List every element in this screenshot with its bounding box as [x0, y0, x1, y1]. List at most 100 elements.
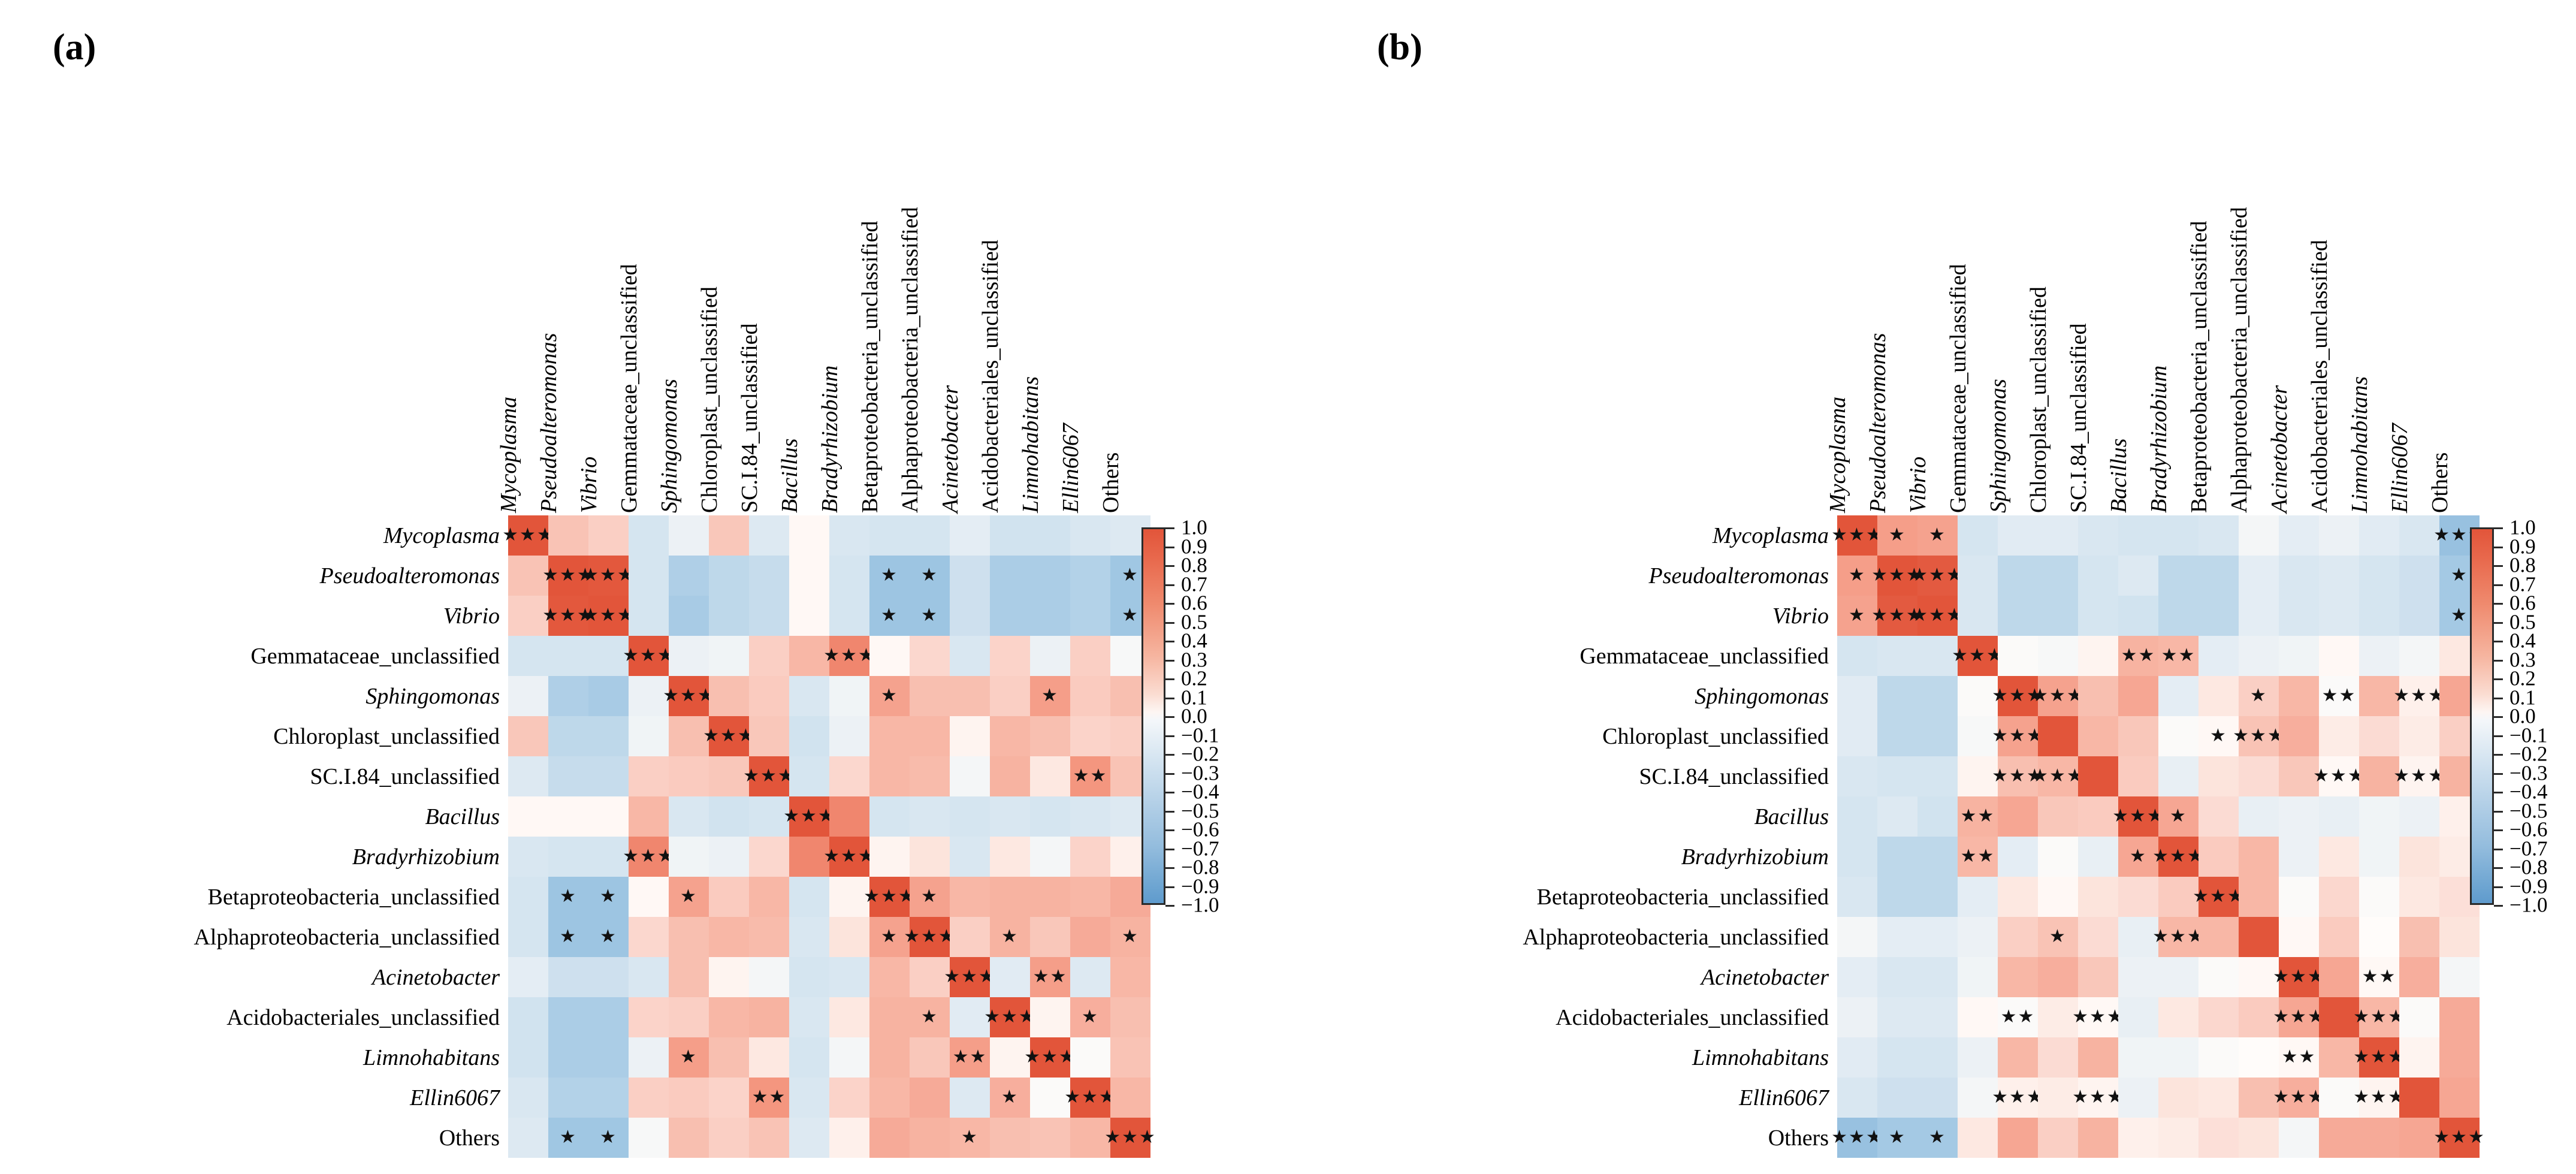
heatmap-cell[interactable] [789, 676, 829, 716]
heatmap-cell[interactable] [588, 756, 629, 796]
heatmap-cell[interactable] [629, 997, 669, 1037]
heatmap-cell[interactable] [2359, 515, 2399, 556]
heatmap-cell[interactable] [1837, 636, 1877, 676]
heatmap-cell[interactable] [990, 676, 1030, 716]
heatmap-cell[interactable] [869, 636, 910, 676]
heatmap-cell[interactable] [588, 997, 629, 1037]
heatmap-cell[interactable] [2078, 1118, 2118, 1158]
heatmap-cell[interactable] [2319, 716, 2359, 756]
heatmap-cell[interactable] [749, 837, 789, 877]
heatmap-cell[interactable] [2239, 596, 2279, 636]
heatmap-cell[interactable] [910, 1078, 950, 1118]
heatmap-cell[interactable] [910, 636, 950, 676]
heatmap-cell[interactable] [709, 676, 749, 716]
heatmap-cell[interactable] [1958, 1037, 1998, 1078]
heatmap-cell[interactable] [789, 515, 829, 556]
heatmap-cell[interactable] [2158, 596, 2198, 636]
heatmap-cell[interactable] [1070, 877, 1110, 917]
heatmap-cell[interactable] [2158, 756, 2198, 796]
heatmap-cell[interactable] [2319, 957, 2359, 997]
heatmap-cell[interactable] [2399, 596, 2439, 636]
heatmap-cell[interactable] [2319, 796, 2359, 837]
heatmap-cell[interactable] [709, 596, 749, 636]
heatmap-cell[interactable] [1837, 1078, 1877, 1118]
heatmap-cell[interactable] [629, 1037, 669, 1078]
heatmap-cell[interactable] [629, 596, 669, 636]
heatmap-cell[interactable] [1958, 556, 1998, 596]
heatmap-cell[interactable] [950, 837, 990, 877]
heatmap-cell[interactable] [2279, 1118, 2319, 1158]
heatmap-cell[interactable] [910, 515, 950, 556]
heatmap-cell[interactable] [2078, 756, 2118, 796]
heatmap-cell[interactable] [508, 877, 548, 917]
heatmap-cell[interactable] [950, 877, 990, 917]
heatmap-cell[interactable]: ★ [1837, 556, 1877, 596]
heatmap-cell[interactable] [2118, 556, 2158, 596]
heatmap-cell[interactable] [2158, 1078, 2198, 1118]
heatmap-cell[interactable] [2279, 556, 2319, 596]
heatmap-cell[interactable] [2118, 877, 2158, 917]
heatmap-cell[interactable] [2198, 756, 2239, 796]
heatmap-cell[interactable]: ★★★ [1952, 636, 2003, 676]
heatmap-cell[interactable] [2118, 756, 2158, 796]
heatmap-cell[interactable] [950, 917, 990, 957]
heatmap-cell[interactable] [2359, 636, 2399, 676]
heatmap-cell[interactable]: ★★★ [2112, 796, 2163, 837]
heatmap-cell[interactable]: ★★★ [2273, 957, 2324, 997]
heatmap-cell[interactable] [2359, 1118, 2399, 1158]
heatmap-cell[interactable] [2399, 796, 2439, 837]
heatmap-cell[interactable] [1958, 676, 1998, 716]
heatmap-cell[interactable] [1070, 556, 1110, 596]
heatmap-cell[interactable] [2239, 756, 2279, 796]
heatmap-cell[interactable] [1998, 917, 2038, 957]
heatmap-cell[interactable]: ★ [588, 917, 629, 957]
heatmap-cell[interactable] [789, 556, 829, 596]
heatmap-cell[interactable] [508, 1037, 548, 1078]
heatmap-cell[interactable]: ★ [910, 556, 950, 596]
heatmap-cell[interactable] [2198, 636, 2239, 676]
heatmap-cell[interactable]: ★★★ [2032, 756, 2083, 796]
heatmap-cell[interactable] [1877, 716, 1917, 756]
heatmap-cell[interactable] [1837, 877, 1877, 917]
heatmap-cell[interactable] [749, 957, 789, 997]
heatmap-cell[interactable] [2198, 837, 2239, 877]
heatmap-cell[interactable] [2198, 917, 2239, 957]
heatmap-cell[interactable] [950, 756, 990, 796]
heatmap-cell[interactable] [789, 596, 829, 636]
heatmap-cell[interactable] [1917, 796, 1958, 837]
heatmap-cell[interactable] [709, 796, 749, 837]
heatmap-cell[interactable]: ★ [1070, 997, 1110, 1037]
heatmap-cell[interactable] [2158, 997, 2198, 1037]
heatmap-cell[interactable] [2399, 556, 2439, 596]
heatmap-cell[interactable] [829, 1078, 869, 1118]
heatmap-cell[interactable] [2239, 796, 2279, 837]
heatmap-cell[interactable] [829, 676, 869, 716]
heatmap-cell[interactable] [2399, 997, 2439, 1037]
heatmap-cell[interactable] [1877, 997, 1917, 1037]
heatmap-cell[interactable] [2118, 1078, 2158, 1118]
heatmap-cell[interactable] [709, 837, 749, 877]
heatmap-cell[interactable] [789, 1078, 829, 1118]
heatmap-cell[interactable] [950, 796, 990, 837]
heatmap-cell[interactable]: ★ [910, 997, 950, 1037]
heatmap-cell[interactable] [669, 997, 709, 1037]
heatmap-cell[interactable] [1998, 1118, 2038, 1158]
heatmap-cell[interactable] [1917, 636, 1958, 676]
heatmap-cell[interactable] [789, 997, 829, 1037]
heatmap-cell[interactable]: ★★★ [2152, 917, 2203, 957]
heatmap-cell[interactable] [789, 877, 829, 917]
heatmap-cell[interactable] [990, 877, 1030, 917]
heatmap-cell[interactable] [588, 1078, 629, 1118]
heatmap-cell[interactable] [1030, 796, 1070, 837]
heatmap-cell[interactable]: ★★★ [623, 636, 674, 676]
heatmap-cell[interactable] [1877, 676, 1917, 716]
heatmap-cell[interactable] [629, 1078, 669, 1118]
heatmap-cell[interactable] [709, 1118, 749, 1158]
heatmap-cell[interactable] [1917, 676, 1958, 716]
heatmap-cell[interactable] [950, 716, 990, 756]
heatmap-cell[interactable] [2439, 917, 2480, 957]
heatmap-cell[interactable] [1917, 756, 1958, 796]
heatmap-cell[interactable] [829, 796, 869, 837]
heatmap-cell[interactable] [910, 957, 950, 997]
heatmap-cell[interactable] [629, 957, 669, 997]
